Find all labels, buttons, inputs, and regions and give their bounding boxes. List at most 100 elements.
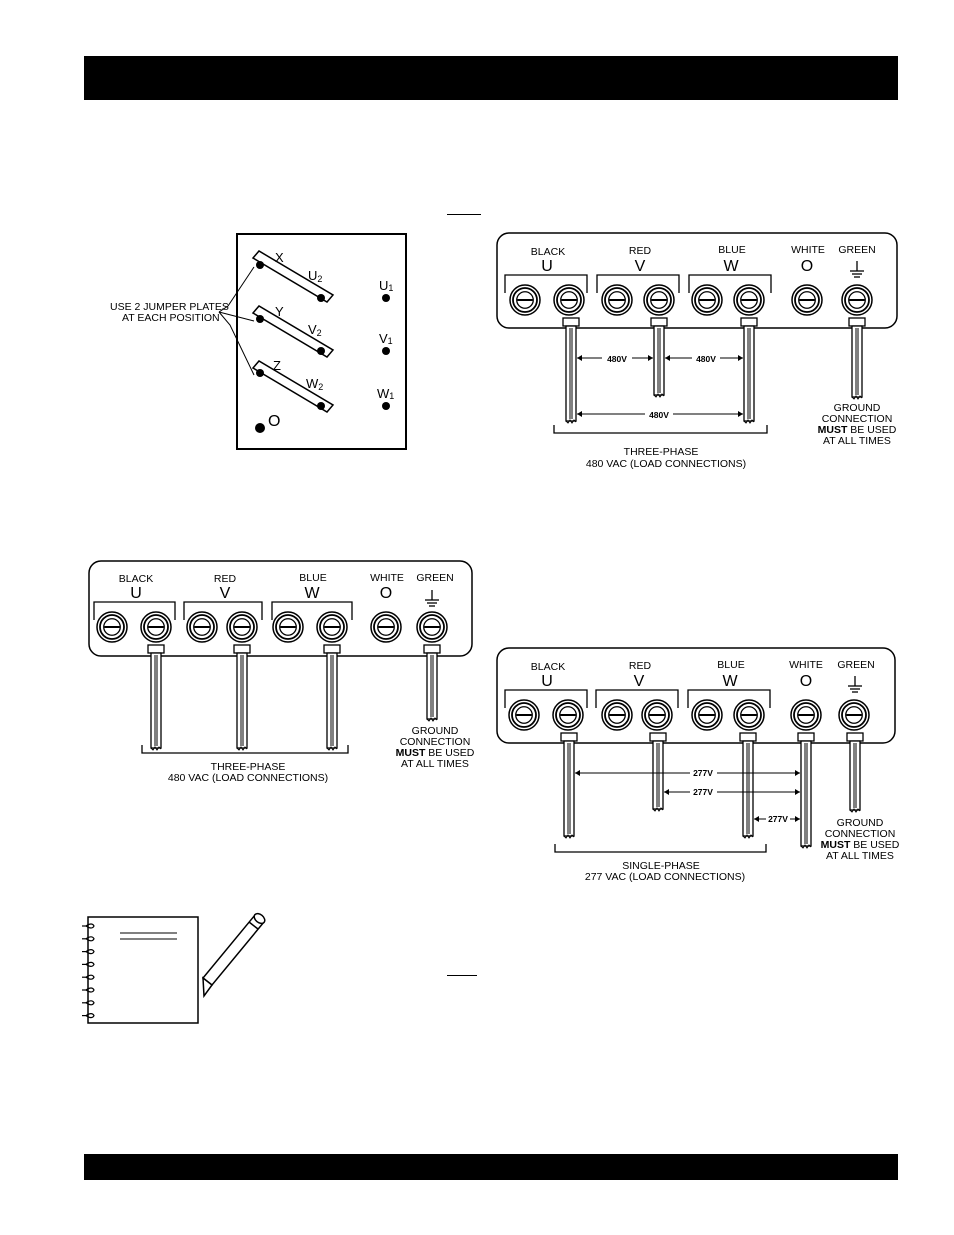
phase-bracket [504, 274, 588, 293]
ground-note-1: GROUND [834, 402, 881, 414]
caption-bracket [554, 844, 767, 853]
terminal-screw [601, 699, 633, 731]
voltage-label: 277V [693, 787, 713, 797]
load-wire [848, 317, 866, 400]
underline-mark [447, 975, 477, 976]
arrow-head [738, 411, 743, 417]
phase-letter-w: W [304, 585, 320, 602]
color-label-red: RED [214, 573, 237, 585]
color-label-white: WHITE [370, 572, 404, 584]
color-label-blue: BLUE [299, 572, 326, 584]
arrow-head [795, 770, 800, 776]
arrow-head [664, 789, 669, 795]
load-wire [233, 644, 251, 751]
ground-note-3: MUST BE USED [396, 747, 475, 759]
terminal-screw [838, 699, 870, 731]
label-w1: W1 [377, 386, 394, 401]
phase-letter-w: W [722, 673, 738, 690]
spiral-ring [85, 923, 95, 929]
voltage-label: 480V [607, 354, 627, 364]
caption-line1: THREE-PHASE [211, 761, 286, 773]
spiral-ring [85, 987, 95, 993]
phase-bracket [93, 601, 176, 620]
spiral-ring [85, 949, 95, 955]
load-wire [423, 644, 441, 722]
caption-line2: 480 VAC (LOAD CONNECTIONS) [168, 772, 328, 784]
jumper-plate [251, 250, 335, 413]
phase-letter-u: U [541, 258, 553, 275]
terminal-screw [841, 284, 873, 316]
spiral-ring [85, 936, 95, 942]
label-w2: W2 [306, 376, 323, 392]
phase-bracket [271, 601, 353, 620]
ground-note-3: MUST BE USED [818, 424, 897, 436]
spiral-ring [85, 1000, 95, 1006]
terminal-screw [691, 699, 723, 731]
terminal-screw [791, 284, 823, 316]
ground-note-2: CONNECTION [822, 413, 893, 425]
underline-mark [447, 214, 481, 215]
phase-letter-o: O [801, 258, 813, 275]
phase-bracket [687, 689, 771, 708]
notebook-icon [82, 916, 199, 1024]
label-o: O [268, 413, 280, 430]
terminal-screw [733, 699, 765, 731]
spiral-ring [85, 974, 95, 980]
load-wire [740, 317, 758, 424]
color-label-white: WHITE [789, 659, 823, 671]
load-wire [650, 317, 668, 398]
terminal-screw [140, 611, 172, 643]
phase-letter-w: W [723, 258, 739, 275]
ground-note-4: AT ALL TIMES [401, 758, 469, 770]
phase-letter-v: V [634, 673, 645, 690]
phase-letter-o: O [800, 673, 812, 690]
panel-b-labels: BLACK RED BLUE WHITE GREEN U V W O THREE… [119, 572, 475, 784]
voltage-label: 277V [768, 814, 788, 824]
terminal-screw [553, 284, 585, 316]
terminal-panel-three-phase-a [496, 232, 898, 434]
label-x: X [275, 250, 284, 265]
phase-bracket [183, 601, 263, 620]
ground-symbol-icon [850, 261, 864, 278]
caption-line2: 480 VAC (LOAD CONNECTIONS) [586, 458, 746, 470]
ground-note-3: MUST BE USED [821, 839, 900, 851]
phase-letter-o: O [380, 585, 392, 602]
color-label-black: BLACK [531, 246, 565, 258]
load-wire [562, 317, 580, 424]
color-label-white: WHITE [791, 244, 825, 256]
phase-bracket [595, 689, 679, 708]
phase-bracket [504, 689, 588, 708]
load-wire [147, 644, 165, 751]
caption-bracket [553, 425, 768, 434]
ground-symbol-icon [425, 590, 439, 607]
jumper-plate-diagram: USE 2 JUMPER PLATES AT EACH POSITION X Y… [110, 233, 407, 450]
terminal-screw [601, 284, 633, 316]
voltage-label: 480V [649, 410, 669, 420]
terminal-screw [691, 284, 723, 316]
arrow-head [577, 355, 582, 361]
ground-note-4: AT ALL TIMES [826, 850, 894, 862]
jumper-note-line1: USE 2 JUMPER PLATES [110, 301, 229, 313]
label-v2: V2 [308, 322, 322, 338]
terminal-screw [370, 611, 402, 643]
panel-a-labels: BLACK RED BLUE WHITE GREEN U V W O 480V … [531, 244, 897, 470]
caption-bracket [141, 745, 349, 754]
color-label-red: RED [629, 660, 652, 672]
label-u1: U1 [379, 278, 393, 293]
color-label-blue: BLUE [718, 244, 745, 256]
terminal-screw [641, 699, 673, 731]
terminal-screw [733, 284, 765, 316]
load-wire [846, 732, 864, 813]
color-label-black: BLACK [119, 573, 153, 585]
label-u2: U2 [308, 268, 322, 284]
color-label-blue: BLUE [717, 659, 744, 671]
arrow-head [738, 355, 743, 361]
caption-line1: SINGLE-PHASE [622, 860, 700, 872]
jumper-note-line2: AT EACH POSITION [122, 312, 220, 324]
header-bar [84, 56, 898, 100]
ground-symbol-icon [848, 676, 862, 693]
ground-note-4: AT ALL TIMES [823, 435, 891, 447]
ground-note-1: GROUND [837, 817, 884, 829]
phase-letter-u: U [130, 585, 142, 602]
label-v1: V1 [379, 331, 393, 346]
